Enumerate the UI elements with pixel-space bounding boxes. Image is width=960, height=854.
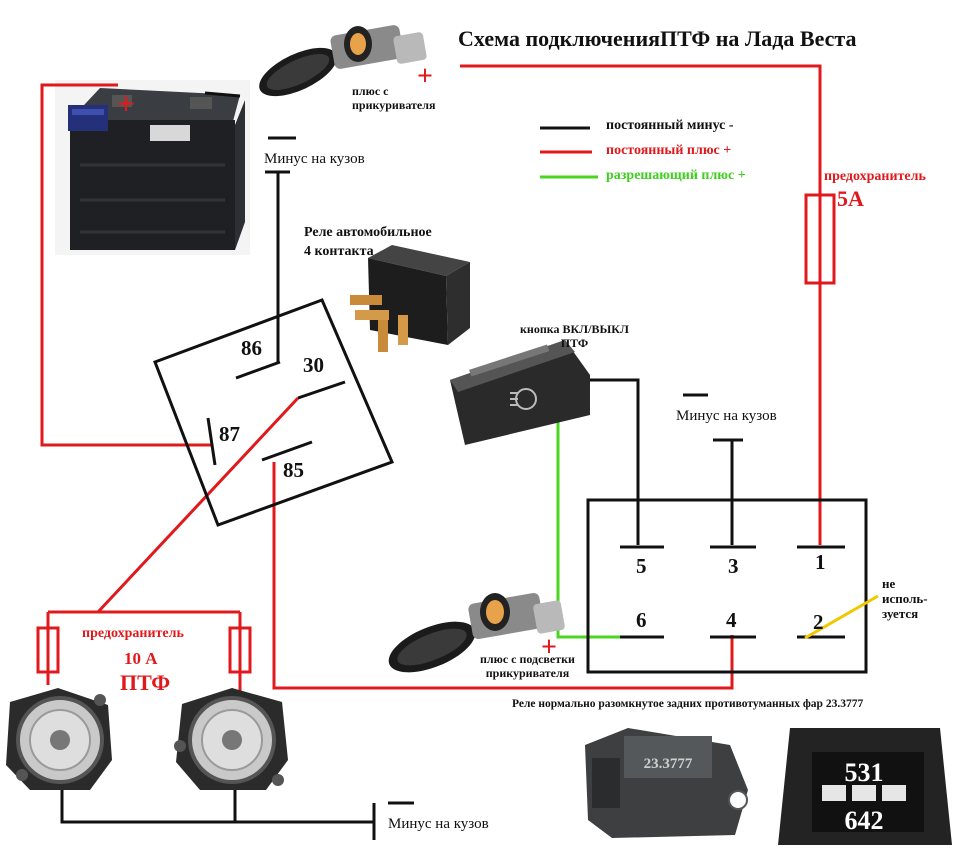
ground-top-label: Минус на кузов xyxy=(264,151,365,167)
green-wire xyxy=(556,420,620,639)
button-caption: кнопка ВКЛ/ВЫКЛ ПТФ xyxy=(520,322,629,350)
fuse-5a-caption: предохранитель xyxy=(824,169,926,184)
fuse-10a-caption: предохранитель xyxy=(82,626,184,641)
connector-pins-bottom: 642 xyxy=(845,806,884,835)
relay-module-icon: 23.3777 xyxy=(585,728,748,838)
relay-pin-87: 87 xyxy=(219,422,240,446)
fuse-10a-value: 10 А xyxy=(124,649,158,668)
legend-plus-label: постоянный плюс + xyxy=(606,143,732,158)
relay-module-label: 23.3777 xyxy=(644,756,693,772)
fuse-5a-icon xyxy=(804,193,836,285)
legend-enable-label: разрешающий плюс + xyxy=(606,168,746,183)
connector-pins-top: 531 xyxy=(845,758,884,787)
rear-relay-schematic xyxy=(586,498,879,674)
fog-lamp-icon xyxy=(6,688,112,790)
fuse-10a-right-icon xyxy=(228,626,252,674)
automotive-relay-icon xyxy=(350,245,470,352)
legend-minus-label: постоянный минус - xyxy=(606,118,734,133)
ptf-label: ПТФ xyxy=(120,670,171,695)
relay-pin-86: 86 xyxy=(241,336,262,360)
relay-description: Реле автомобильное 4 контакта xyxy=(304,225,432,259)
cig-top-plus-sign: + xyxy=(417,61,433,92)
relay-pin-30: 30 xyxy=(303,353,324,377)
page-title: Схема подключенияПТФ на Лада Веста xyxy=(458,26,857,51)
relay-pin-85: 85 xyxy=(283,458,304,482)
fog-lamp-icon xyxy=(174,688,288,790)
connector-icon: 531 642 xyxy=(778,728,952,845)
fuse-5a-value: 5А xyxy=(837,186,864,211)
rear-relay-pin-6: 6 xyxy=(636,608,647,632)
ground-bottom-label: Минус на кузов xyxy=(388,816,489,832)
fuse-10a-left-icon xyxy=(36,626,60,674)
fog-light-button-icon[interactable] xyxy=(450,340,590,445)
cig-light-plus-label: плюс с подсветки прикуривателя xyxy=(480,652,575,680)
relay-4pin-schematic xyxy=(153,298,395,527)
cigarette-lighter-socket-icon xyxy=(388,592,565,673)
cig-top-label: плюс с прикуривателя xyxy=(352,84,436,112)
rear-relay-pin-4: 4 xyxy=(726,608,737,632)
rear-relay-pin-3: 3 xyxy=(728,554,739,578)
unused-label: не исполь- зуется xyxy=(882,576,928,621)
ground-mid-label: Минус на кузов xyxy=(676,408,777,424)
rear-relay-caption: Реле нормально разомкнутое задних против… xyxy=(512,698,864,710)
battery-icon xyxy=(55,80,250,255)
rear-relay-pin-1: 1 xyxy=(815,550,826,574)
rear-relay-pin-5: 5 xyxy=(636,554,647,578)
cig-light-plus-sign: + xyxy=(541,632,557,663)
cigarette-lighter-socket-icon xyxy=(259,25,427,97)
rear-relay-pin-2: 2 xyxy=(813,610,824,634)
red-wires xyxy=(40,64,822,692)
battery-plus-sign: + xyxy=(117,85,135,121)
